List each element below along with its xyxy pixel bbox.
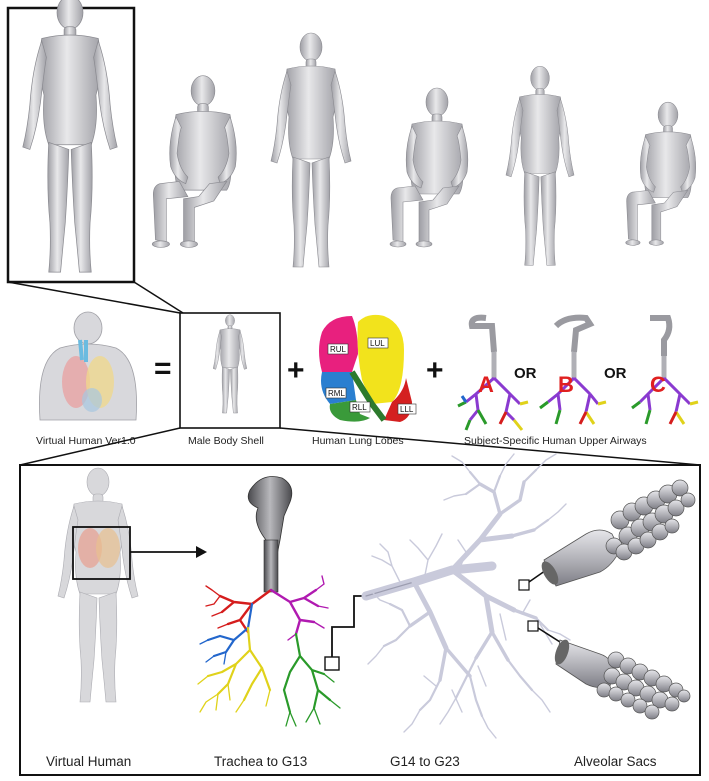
label-virtual-human: Virtual Human (46, 754, 131, 769)
airway-label-c: C (650, 372, 666, 397)
population-figures (8, 0, 696, 282)
male-body-shell (213, 315, 247, 413)
label-alveolar-sacs: Alveolar Sacs (574, 754, 657, 769)
figure-adult-female-standing (271, 33, 351, 267)
lobe-label-lll: LLL (400, 405, 414, 414)
figure-child-seated (626, 102, 696, 245)
upper-airway-b: B (540, 318, 606, 424)
virtual-human-ver1-figure (39, 312, 136, 420)
virtual-human-composition: = + RUL LUL RML RLL LLL + (36, 312, 698, 447)
equals-sign: = (154, 352, 172, 385)
label-human-lung-lobes: Human Lung Lobes (312, 435, 404, 447)
lobe-label-rll: RLL (352, 403, 367, 412)
figure-adult-male-seated (152, 76, 236, 248)
lobe-label-rml: RML (328, 389, 345, 398)
thorax-arrow-head (196, 546, 207, 558)
zoom-connector-right (134, 282, 183, 313)
g13-connector (332, 596, 366, 657)
alveolar-sac-lower (552, 638, 690, 719)
label-male-body-shell: Male Body Shell (188, 435, 264, 447)
figure-adult-male-standing (23, 0, 117, 272)
respiratory-tree (366, 454, 570, 738)
figure-child-standing (506, 66, 574, 265)
g13-selection-box (325, 657, 339, 670)
label-g14-to-g23: G14 to G23 (390, 754, 460, 769)
label-trachea-to-g13: Trachea to G13 (214, 754, 307, 769)
lung-lobes-model: RUL LUL RML RLL LLL (319, 315, 416, 422)
label-upper-airways: Subject-Specific Human Upper Airways (464, 435, 647, 447)
detail-virtual-human (58, 468, 207, 702)
airway-label-a: A (478, 372, 494, 397)
trachea-detail (264, 540, 278, 592)
alveolar-selection-box-1 (519, 580, 529, 590)
alveolar-sac-upper (538, 480, 695, 587)
or-label-2: OR (604, 365, 627, 382)
plus-sign-2: + (426, 354, 444, 387)
zoom-connector-left (8, 282, 180, 313)
upper-airway-c: C (632, 318, 698, 424)
figure-adult-female-seated (390, 88, 468, 247)
plus-sign-1: + (287, 354, 305, 387)
alveolar-selection-box-2 (528, 621, 538, 631)
or-label-1: OR (514, 365, 537, 382)
conducting-airway-tree (198, 477, 366, 727)
lobe-label-rul: RUL (330, 345, 347, 354)
airway-label-b: B (558, 372, 574, 397)
lobe-label-lul: LUL (370, 339, 385, 348)
